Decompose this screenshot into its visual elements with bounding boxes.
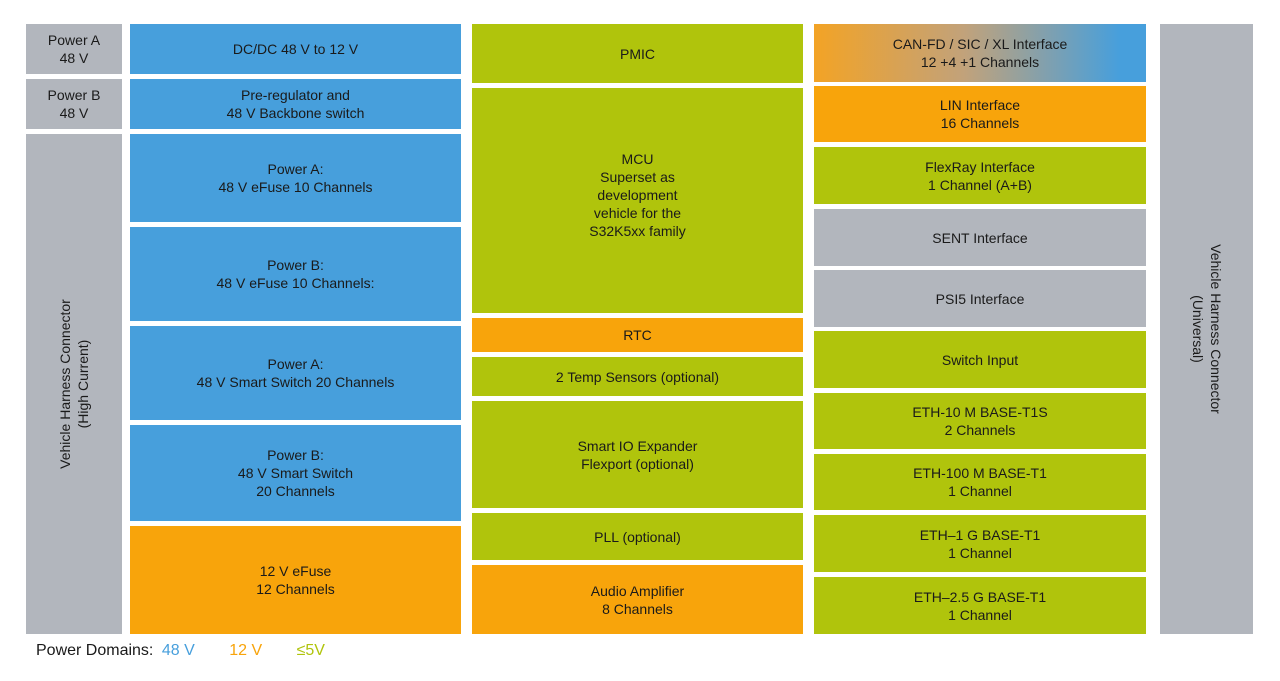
flexray-interface-block: FlexRay Interface 1 Channel (A+B) bbox=[814, 147, 1146, 204]
block-text: 12 Channels bbox=[256, 581, 335, 597]
block-text: 48 V eFuse 10 Channels: bbox=[216, 275, 375, 291]
block-text: RTC bbox=[623, 327, 652, 343]
block-text: 48 V Smart Switch bbox=[237, 465, 354, 481]
universal-connector-title: Vehicle Harness Connector bbox=[1207, 244, 1224, 414]
pll-block: PLL (optional) bbox=[472, 513, 803, 560]
block-text: 8 Channels bbox=[602, 600, 673, 617]
block-text: MCU bbox=[621, 151, 654, 167]
block-text: Power B: bbox=[267, 447, 324, 463]
legend-12v: 12 V bbox=[229, 642, 263, 659]
block-text: DC/DC 48 V to 12 V bbox=[232, 41, 359, 57]
power-b-smart-switch-block: Power B: 48 V Smart Switch 20 Channels bbox=[130, 425, 461, 521]
block-text: 12 +4 +1 Channels bbox=[920, 54, 1040, 70]
legend-48v: 48 V bbox=[161, 642, 195, 659]
block-text: Audio Amplifier bbox=[590, 582, 685, 599]
block-text: Flexport (optional) bbox=[581, 455, 694, 472]
block-text: 48 V Backbone switch bbox=[226, 105, 365, 121]
block-text: S32K5xx family bbox=[589, 223, 686, 239]
block-text: 2 Channels bbox=[944, 422, 1016, 438]
legend-label: Power Domains: bbox=[36, 642, 154, 659]
block-text: development bbox=[597, 187, 678, 203]
power-b-voltage: 48 V bbox=[59, 105, 89, 121]
12v-efuse-block: 12 V eFuse 12 Channels bbox=[130, 526, 461, 634]
block-text: Superset as bbox=[600, 169, 675, 185]
eth-2-5g-block: ETH–2.5 G BASE-T1 1 Channel bbox=[814, 577, 1146, 634]
block-text: Power A: bbox=[267, 356, 324, 372]
power-a-label: Power A bbox=[47, 32, 101, 48]
mcu-block: MCU Superset as development vehicle for … bbox=[472, 88, 803, 313]
block-text: 48 V Smart Switch 20 Channels bbox=[196, 374, 395, 390]
block-text: 2 Temp Sensors (optional) bbox=[555, 368, 720, 385]
power-domains-legend: Power Domains: 48 V 12 V ≤5V bbox=[36, 641, 325, 661]
block-text: 1 Channel bbox=[948, 606, 1012, 623]
block-text: 1 Channel bbox=[948, 544, 1012, 561]
block-text: 1 Channel (A+B) bbox=[928, 176, 1032, 193]
power-b-efuse-block: Power B: 48 V eFuse 10 Channels: bbox=[130, 227, 461, 321]
switch-input-block: Switch Input bbox=[814, 331, 1146, 388]
block-text: ETH–2.5 G BASE-T1 bbox=[913, 588, 1047, 605]
block-text: Switch Input bbox=[941, 351, 1019, 368]
legend-5v: ≤5V bbox=[296, 642, 325, 659]
block-text: ETH–1 G BASE-T1 bbox=[919, 526, 1041, 543]
block-text: ETH-10 M BASE-T1S bbox=[912, 404, 1048, 420]
power-a-efuse-block: Power A: 48 V eFuse 10 Channels bbox=[130, 134, 461, 222]
lin-interface-block: LIN Interface 16 Channels bbox=[814, 86, 1146, 142]
block-text: CAN-FD / SIC / XL Interface bbox=[892, 36, 1068, 52]
block-text: Pre-regulator and bbox=[241, 87, 350, 103]
block-text: Power B: bbox=[267, 257, 324, 273]
vehicle-harness-connector-universal bbox=[1160, 24, 1253, 634]
eth-100m-block: ETH-100 M BASE-T1 1 Channel bbox=[814, 454, 1146, 510]
eth-10m-block: ETH-10 M BASE-T1S 2 Channels bbox=[814, 393, 1146, 449]
block-text: PMIC bbox=[620, 45, 655, 62]
block-text: 20 Channels bbox=[256, 483, 335, 499]
smart-io-expander-block: Smart IO Expander Flexport (optional) bbox=[472, 401, 803, 508]
power-b-48v-connector: Power B 48 V bbox=[26, 79, 122, 129]
power-a-smart-switch-block: Power A: 48 V Smart Switch 20 Channels bbox=[130, 326, 461, 420]
block-text: 1 Channel bbox=[948, 483, 1012, 499]
block-text: vehicle for the bbox=[593, 205, 682, 221]
universal-connector-subtitle: (Universal) bbox=[1189, 295, 1206, 363]
block-text: FlexRay Interface bbox=[925, 158, 1035, 175]
can-fd-interface-block: CAN-FD / SIC / XL Interface 12 +4 +1 Cha… bbox=[814, 24, 1146, 82]
dcdc-48v-to-12v-block: DC/DC 48 V to 12 V bbox=[130, 24, 461, 74]
block-text: 16 Channels bbox=[940, 115, 1020, 131]
block-text: SENT Interface bbox=[932, 229, 1028, 246]
psi5-interface-block: PSI5 Interface bbox=[814, 270, 1146, 327]
audio-amplifier-block: Audio Amplifier 8 Channels bbox=[472, 565, 803, 634]
pmic-block: PMIC bbox=[472, 24, 803, 83]
vehicle-harness-connector-high-current bbox=[26, 134, 122, 634]
rtc-block: RTC bbox=[472, 318, 803, 352]
high-current-connector-title: Vehicle Harness Connector bbox=[57, 299, 73, 469]
pre-regulator-block: Pre-regulator and 48 V Backbone switch bbox=[130, 79, 461, 129]
block-text: PLL (optional) bbox=[594, 528, 681, 545]
block-text: LIN Interface bbox=[939, 97, 1021, 113]
block-text: 48 V eFuse 10 Channels bbox=[218, 179, 373, 195]
block-text: Smart IO Expander bbox=[577, 437, 698, 454]
high-current-connector-subtitle: (High Current) bbox=[75, 339, 91, 429]
block-text: PSI5 Interface bbox=[935, 290, 1025, 307]
power-b-label: Power B bbox=[47, 87, 101, 103]
eth-1g-block: ETH–1 G BASE-T1 1 Channel bbox=[814, 515, 1146, 572]
block-text: Power A: bbox=[267, 161, 324, 177]
power-a-48v-connector: Power A 48 V bbox=[26, 24, 122, 74]
power-a-voltage: 48 V bbox=[59, 50, 89, 66]
universal-connector-text: Vehicle Harness Connector (Universal) bbox=[1160, 24, 1253, 634]
sent-interface-block: SENT Interface bbox=[814, 209, 1146, 266]
block-text: 12 V eFuse bbox=[259, 563, 332, 579]
high-current-connector-text: Vehicle Harness Connector (High Current) bbox=[26, 134, 122, 634]
temp-sensors-block: 2 Temp Sensors (optional) bbox=[472, 357, 803, 396]
block-text: ETH-100 M BASE-T1 bbox=[913, 465, 1047, 481]
